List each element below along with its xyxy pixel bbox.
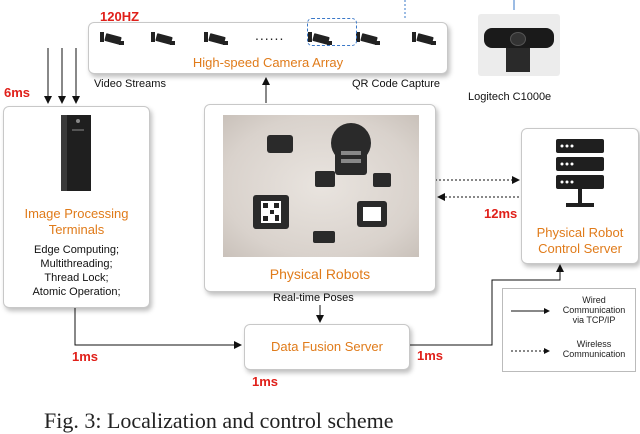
legend-wired-line1: Wired <box>582 295 606 305</box>
feature-item: Thread Lock; <box>44 272 109 284</box>
camera-array-box: ...... High-speed Camera Array <box>88 22 448 74</box>
legend-wireless-line2: Communication <box>562 349 626 359</box>
physical-robots-box: Physical Robots <box>204 104 436 292</box>
legend-lines <box>511 308 550 354</box>
image-processing-title-line1: Image Processing <box>24 206 129 221</box>
robots-title: Physical Robots <box>269 266 371 282</box>
control-server-title-line2: Control Server <box>538 241 622 256</box>
robot-icon <box>373 173 391 187</box>
camera-array-title: High-speed Camera Array <box>192 55 344 70</box>
camera-icon <box>356 32 380 45</box>
pc-tower-icon <box>61 115 91 191</box>
image-processing-box: Image Processing Terminals Edge Computin… <box>3 106 150 308</box>
image-latency-label: 6ms <box>4 85 31 100</box>
fusion-latency-left: 1ms <box>72 349 99 364</box>
robot-icon <box>313 231 335 243</box>
robot-icon <box>315 171 335 187</box>
video-streams-label: Video Streams <box>94 78 166 90</box>
figure-caption: Fig. 3: Localization and control scheme <box>44 408 394 433</box>
qr-camera-highlight <box>307 18 357 46</box>
camera-dots: ...... <box>255 27 285 43</box>
fusion-latency-right: 1ms <box>417 348 444 363</box>
webcam-stand <box>506 48 530 72</box>
robots-illustration <box>253 123 391 243</box>
image-processing-title-line2: Terminals <box>48 222 105 237</box>
camera-icon <box>308 32 332 45</box>
image-processing-features: Edge Computing; Multithreading; Thread L… <box>4 243 149 299</box>
legend-wireless-text: Wireless Communication <box>555 339 633 359</box>
legend-wireless-line1: Wireless <box>576 339 612 349</box>
camera-icon <box>412 32 436 45</box>
camera-row: ...... <box>89 27 447 49</box>
data-fusion-title: Data Fusion Server <box>271 339 383 354</box>
connector-layer <box>44 0 564 349</box>
camera-icon <box>151 32 175 45</box>
camera-icons <box>100 32 436 45</box>
image-processing-title: Image Processing Terminals <box>4 206 149 238</box>
real-time-poses-label: Real-time Poses <box>273 292 354 304</box>
legend-wired-text: Wired Communication via TCP/IP <box>555 295 633 325</box>
camera-icon <box>100 32 124 45</box>
robot-icon <box>267 135 293 153</box>
fusion-to-server-arrow <box>410 264 564 346</box>
camera-icon <box>204 32 228 45</box>
control-server-title: Physical Robot Control Server <box>522 225 638 257</box>
legend-wired-line2: Communication <box>562 305 626 315</box>
webcam-label: Logitech C1000e <box>468 91 552 103</box>
feature-item: Atomic Operation; <box>32 286 121 298</box>
image-to-fusion-arrow <box>74 307 242 349</box>
robots-photo <box>223 115 419 257</box>
webcam-photo <box>478 14 560 76</box>
data-fusion-box: Data Fusion Server <box>244 324 410 370</box>
camera-rate-label: 120HZ <box>100 9 140 24</box>
server-icon <box>556 139 604 207</box>
webcam-lens-icon <box>510 32 526 46</box>
qr-capture-label: QR Code Capture <box>352 78 441 90</box>
feature-item: Edge Computing; <box>34 244 119 256</box>
feature-item: Multithreading; <box>40 258 113 270</box>
legend-box: Wired Communication via TCP/IP Wireless … <box>502 288 636 372</box>
server-latency-label: 12ms <box>484 206 518 221</box>
legend-wired-line3: via TCP/IP <box>572 315 616 325</box>
control-server-box: Physical Robot Control Server <box>521 128 639 264</box>
control-server-title-line1: Physical Robot <box>536 225 624 240</box>
fusion-latency-below: 1ms <box>252 374 279 389</box>
